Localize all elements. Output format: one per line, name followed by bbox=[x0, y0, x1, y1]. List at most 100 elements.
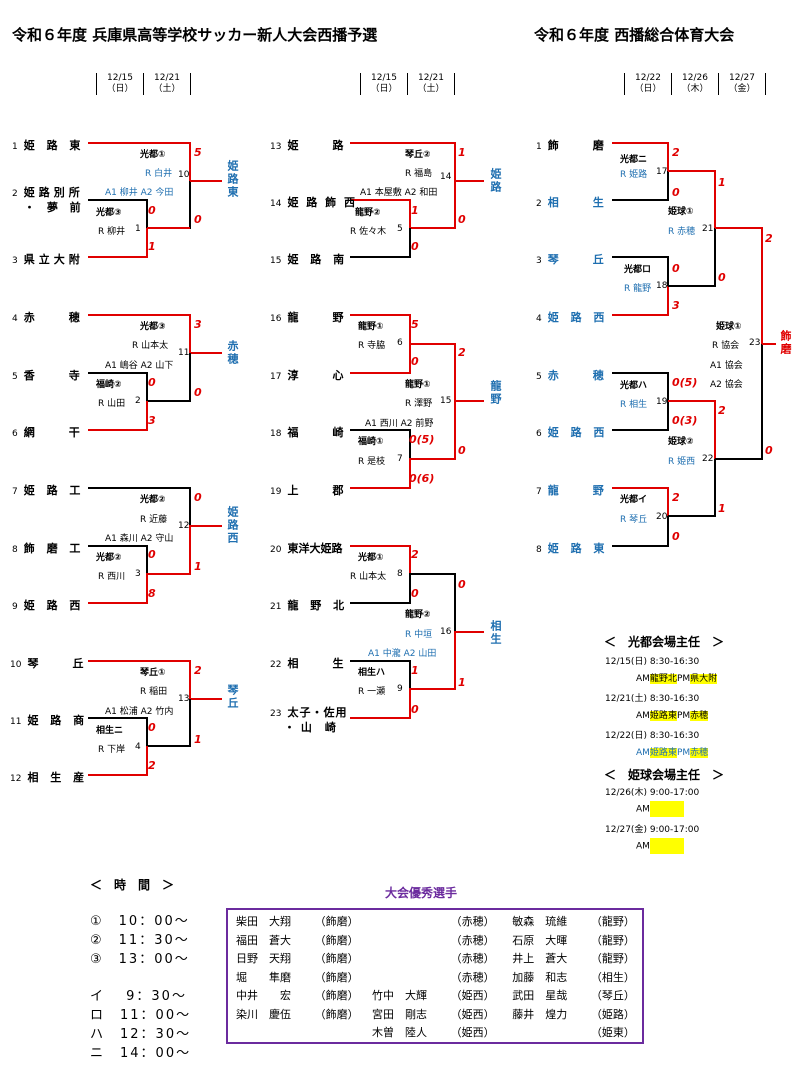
game-score: 1 bbox=[718, 176, 726, 189]
game-score: 1 bbox=[411, 204, 419, 217]
winner-label: 赤穂 bbox=[226, 340, 239, 366]
game-referee: R 近藤 bbox=[140, 515, 168, 525]
game-score: 0 bbox=[458, 578, 466, 591]
koto-staff-title: ＜ 光都会場主任 ＞ bbox=[604, 635, 725, 649]
award-row: 中井 宏（飾磨）竹中 大輝（姫西）武田 星哉（琴丘） bbox=[234, 986, 642, 1005]
game-referee: R 寺脇 bbox=[358, 341, 386, 351]
game-score: 2 bbox=[672, 146, 680, 159]
champion-label: 飾磨 bbox=[779, 330, 792, 356]
award-player: 中井 宏 bbox=[236, 989, 291, 1003]
game-score: 0 bbox=[765, 444, 773, 457]
game-referee: R 下岸 bbox=[98, 745, 126, 755]
game-venue: 光都③ bbox=[96, 208, 122, 218]
bracket-line bbox=[350, 314, 411, 344]
game-score: 2 bbox=[765, 232, 773, 245]
winner-label: 姫路東 bbox=[226, 160, 239, 199]
date-header-col1: 12/15（日） 12/21（土） bbox=[96, 73, 191, 95]
bracket-line bbox=[612, 516, 669, 547]
bracket-line bbox=[88, 401, 148, 431]
game-score: 5 bbox=[411, 318, 419, 331]
game-score: 1 bbox=[458, 676, 466, 689]
game-referee: R 姫路 bbox=[620, 170, 648, 180]
bracket-line bbox=[668, 228, 716, 287]
bracket-line bbox=[88, 746, 148, 776]
game-venue: 光都イ bbox=[620, 495, 648, 505]
time-row: ロ 11：00～ bbox=[90, 1008, 192, 1023]
awards-table: 柴田 大翔（飾磨）（赤穂）敏森 琉維（龍野）福田 蒼大（飾磨）（赤穂）石原 大暉… bbox=[234, 912, 642, 1042]
game-number: 6 bbox=[397, 338, 403, 348]
game-score: 5 bbox=[194, 146, 202, 159]
award-player bbox=[370, 931, 449, 950]
game-score: 0 bbox=[672, 186, 680, 199]
award-player: 木曽 陸人 bbox=[371, 1026, 427, 1040]
game-referee: R 相生 bbox=[620, 400, 648, 410]
bracket-line bbox=[88, 545, 148, 574]
game-score: 0 bbox=[718, 271, 726, 284]
game-score: 2 bbox=[411, 548, 419, 561]
game-score: 0 bbox=[194, 213, 202, 226]
award-row: 堀 隼磨（飾磨）（赤穂）加藤 和志（相生） bbox=[234, 968, 642, 987]
bracket-line bbox=[612, 286, 669, 316]
bracket-line bbox=[88, 487, 191, 526]
time-row: ハ 12：30～ bbox=[90, 1027, 192, 1042]
game-referee: R 福島 bbox=[405, 169, 433, 179]
award-player: 石原 大暉 bbox=[512, 933, 568, 947]
awards-title: 大会優秀選手 bbox=[385, 886, 458, 900]
game-score: 0(5) bbox=[672, 376, 698, 389]
game-referee: R 中垣 bbox=[405, 630, 433, 640]
game-assistants: A1 中瀧 A2 山田 bbox=[368, 649, 437, 659]
game-assistants: A2 協会 bbox=[710, 380, 743, 390]
game-venue: 光都③ bbox=[140, 322, 166, 332]
himekyu-staff-title: ＜ 姫球会場主任 ＞ bbox=[604, 768, 725, 782]
game-score: 0 bbox=[194, 386, 202, 399]
game-assistants: A1 協会 bbox=[710, 361, 743, 371]
game-venue: 光都① bbox=[358, 553, 384, 563]
game-number: 7 bbox=[397, 454, 403, 464]
game-venue: 光都ハ bbox=[620, 381, 648, 391]
award-player: 日野 天翔 bbox=[236, 952, 291, 966]
game-score: 0(3) bbox=[672, 414, 698, 427]
game-score: 3 bbox=[672, 299, 680, 312]
game-number: 10 bbox=[178, 170, 190, 180]
game-venue: 龍野① bbox=[405, 380, 431, 390]
game-score: 1 bbox=[194, 733, 202, 746]
game-score: 2 bbox=[458, 346, 466, 359]
award-player: 竹中 大輝 bbox=[371, 989, 427, 1003]
game-score: 0 bbox=[194, 491, 202, 504]
award-school: （赤穂） bbox=[450, 970, 495, 984]
time-row: ニ 14：00～ bbox=[90, 1046, 192, 1061]
game-referee: R 姫西 bbox=[668, 457, 696, 467]
award-player: 藤井 煌力 bbox=[512, 1007, 568, 1021]
game-assistants: A1 森川 A2 守山 bbox=[105, 534, 174, 544]
game-score: 1 bbox=[194, 560, 202, 573]
award-school: （飾磨） bbox=[314, 970, 359, 984]
staff-row: AM姫路東PM赤穂 bbox=[636, 748, 709, 758]
game-referee: R 西川 bbox=[98, 572, 126, 582]
award-school: （姫西） bbox=[450, 1007, 495, 1021]
game-number: 18 bbox=[656, 281, 668, 291]
game-score: 0 bbox=[411, 703, 419, 716]
game-score: 2 bbox=[718, 404, 726, 417]
bracket-line bbox=[350, 631, 484, 719]
bracket-line bbox=[612, 487, 669, 516]
award-school: （姫西） bbox=[450, 989, 495, 1003]
award-school: （飾磨） bbox=[314, 952, 359, 966]
game-venue: 姫球② bbox=[668, 437, 694, 447]
game-venue: 龍野① bbox=[358, 322, 384, 332]
game-referee: R 山田 bbox=[98, 399, 126, 409]
game-assistants: A1 松浦 A2 竹内 bbox=[105, 707, 174, 717]
staff-date: 12/22(日) 8:30-16:30 bbox=[605, 731, 700, 741]
game-number: 13 bbox=[178, 694, 190, 704]
award-row: 福田 蒼大（飾磨）（赤穂）石原 大暉（龍野） bbox=[234, 931, 642, 950]
staff-date: 12/15(日) 8:30-16:30 bbox=[605, 657, 700, 667]
